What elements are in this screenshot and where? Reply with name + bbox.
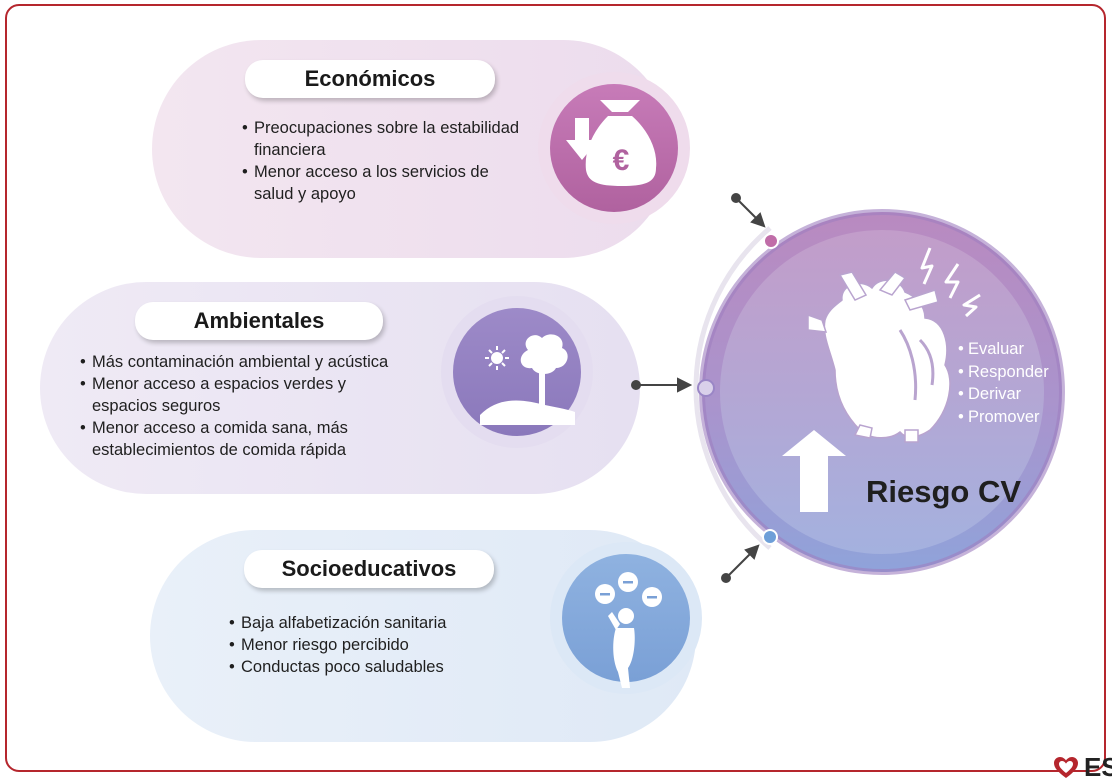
stressed-person-icon bbox=[595, 572, 662, 688]
list-item: Menor acceso a comida sana, más establec… bbox=[80, 417, 410, 461]
list-item: Evaluar bbox=[958, 338, 1049, 361]
heart-icon bbox=[807, 271, 951, 443]
up-arrow-icon bbox=[782, 430, 846, 512]
soc-connector-dot bbox=[762, 529, 778, 545]
esc-logo: ESC bbox=[1054, 752, 1112, 783]
lightning-icon bbox=[920, 247, 981, 318]
list-item: Menor acceso a los servicios de salud y … bbox=[242, 161, 522, 205]
socioeducational-bullets: Baja alfabetización sanitaria Menor ries… bbox=[229, 612, 489, 678]
list-item: Menor acceso a espacios verdes y espacio… bbox=[80, 373, 410, 417]
list-item: Preocupaciones sobre la estabilidad fina… bbox=[242, 117, 522, 161]
action-list: Evaluar Responder Derivar Promover bbox=[958, 338, 1049, 428]
list-item: Baja alfabetización sanitaria bbox=[229, 612, 489, 634]
economic-bullets: Preocupaciones sobre la estabilidad fina… bbox=[242, 117, 522, 205]
socioeducational-title: Socioeducativos bbox=[244, 550, 494, 588]
figure-frame bbox=[5, 4, 1106, 772]
amb-connector-dot bbox=[697, 379, 715, 397]
list-item: Derivar bbox=[958, 383, 1049, 406]
esc-logo-text: ESC bbox=[1084, 752, 1112, 782]
esc-heart-icon bbox=[1054, 756, 1078, 778]
list-item: Conductas poco saludables bbox=[229, 656, 489, 678]
risk-title: Riesgo CV bbox=[866, 474, 1022, 509]
list-item: Más contaminación ambiental y acústica bbox=[80, 351, 410, 373]
economic-title: Económicos bbox=[245, 60, 495, 98]
connector-arc bbox=[693, 226, 772, 550]
environmental-bullets: Más contaminación ambiental y acústica M… bbox=[80, 351, 410, 461]
money-bag-euro-icon: € bbox=[566, 100, 657, 186]
econ-connector-dot bbox=[763, 233, 779, 249]
tree-landscape-icon bbox=[480, 334, 575, 425]
list-item: Responder bbox=[958, 361, 1049, 384]
list-item: Menor riesgo percibido bbox=[229, 634, 489, 656]
environmental-title: Ambientales bbox=[135, 302, 383, 340]
svg-text:€: € bbox=[613, 144, 630, 177]
list-item: Promover bbox=[958, 406, 1049, 429]
